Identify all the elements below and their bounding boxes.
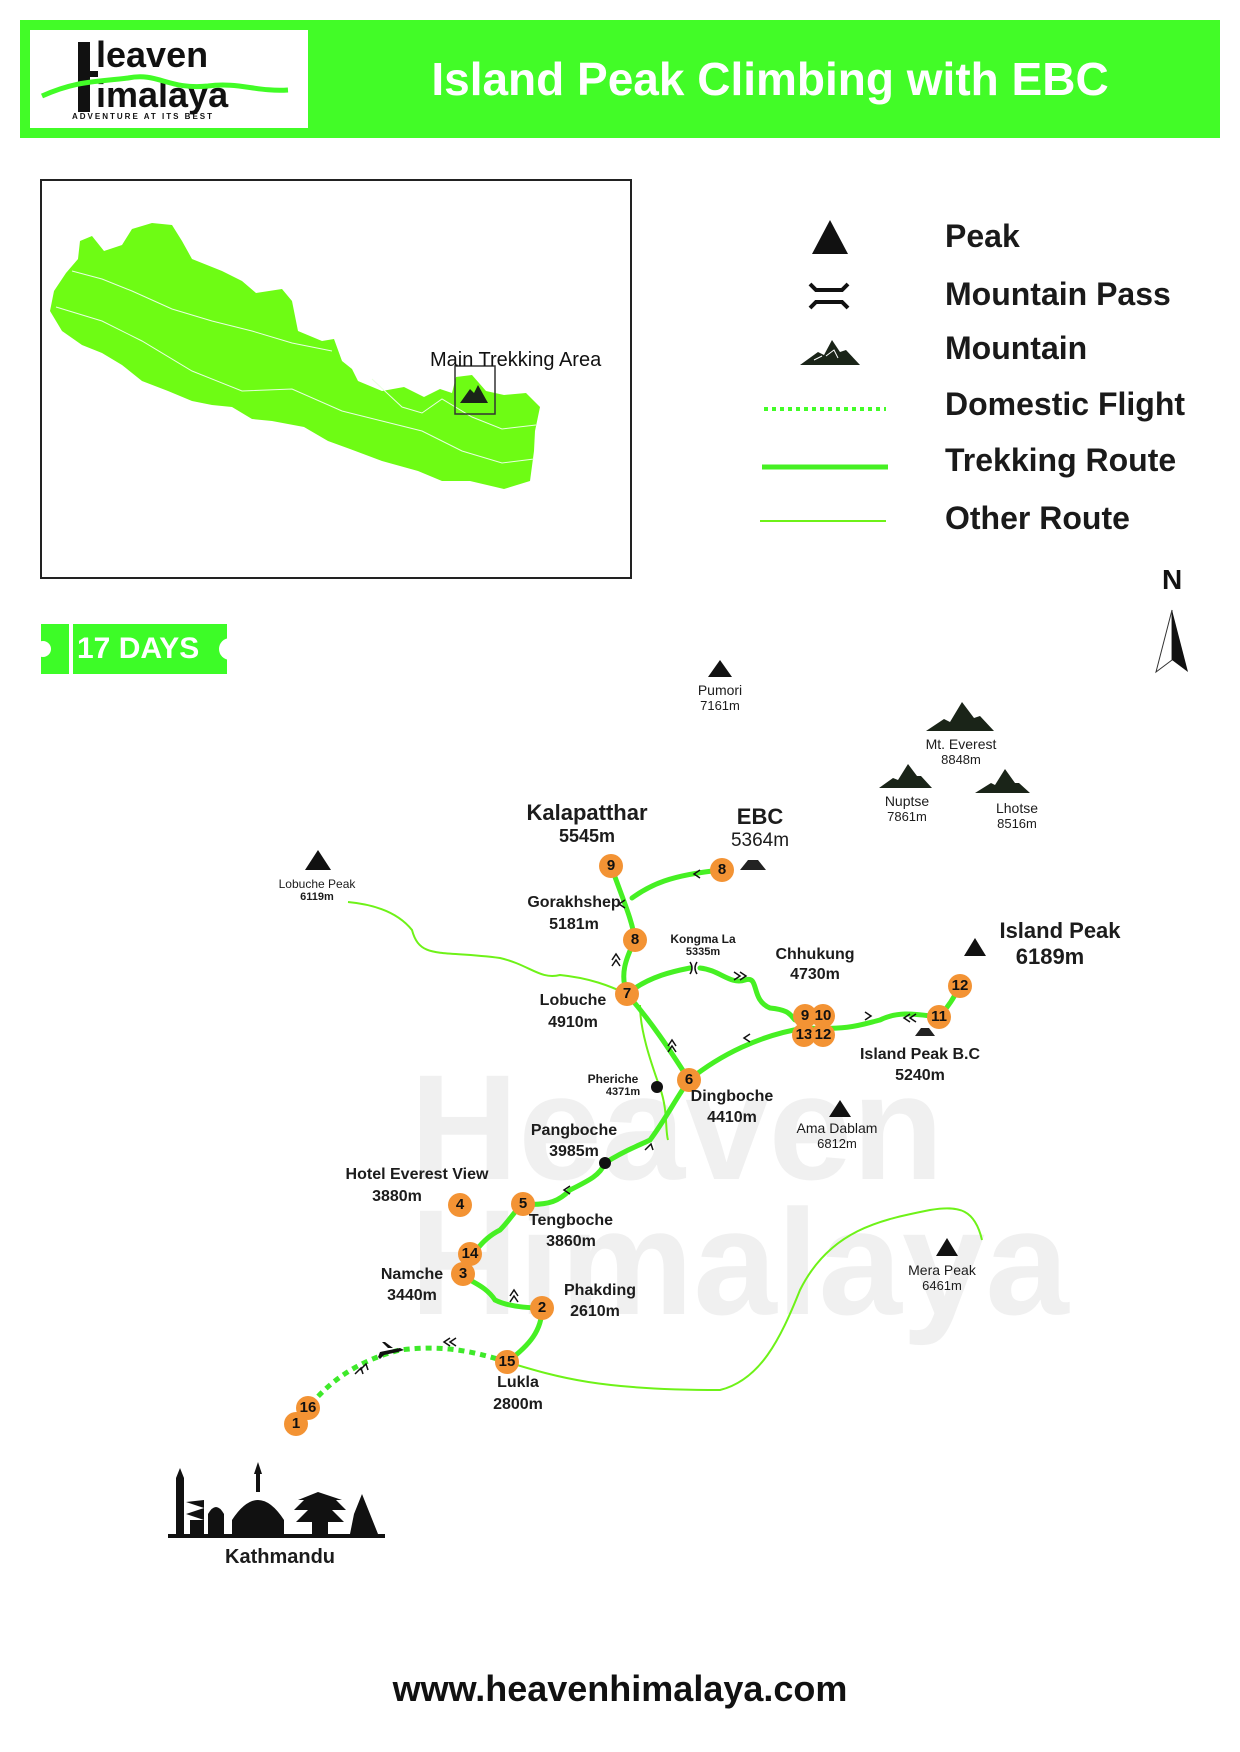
compass-north-label: N	[1162, 564, 1183, 595]
other-route-mera-peak	[506, 1207, 983, 1392]
mountain-icon	[800, 340, 860, 365]
page-title: Island Peak Climbing with EBC	[431, 53, 1109, 105]
header-banner: leaven imalaya ADVENTURE AT ITS BEST Isl…	[20, 20, 1220, 138]
lhotse-mountain-icon	[975, 769, 1030, 793]
day-stop-12-summit: 12	[948, 974, 972, 998]
duration-label: 17 DAYS	[77, 632, 200, 665]
island-peak-icon	[964, 938, 986, 956]
lobuche-peak-icon	[305, 850, 331, 870]
legend-label-other-route: Other Route	[945, 500, 1130, 536]
day-stop-6: 6	[677, 1068, 701, 1092]
day-stop-5: 5	[511, 1192, 535, 1216]
logo-text-heaven: leaven	[96, 34, 209, 75]
pheriche-dot-icon	[651, 1081, 663, 1093]
main-trekking-area-label: Main Trekking Area	[430, 349, 602, 371]
mera-peak-icon	[936, 1238, 958, 1256]
day-stop-15: 15	[495, 1350, 519, 1374]
duration-badge: 17 DAYS	[35, 624, 241, 674]
ama-dablam-peak-icon	[829, 1100, 851, 1117]
peak-icon	[812, 220, 848, 254]
island-peak-bc-tent-icon	[915, 1028, 935, 1036]
nuptse-mountain-icon	[879, 764, 932, 788]
logo-tagline: ADVENTURE AT ITS BEST	[72, 112, 215, 121]
day-stop-9-kalapatthar: 9	[599, 854, 623, 878]
mountain-pass-icon	[808, 282, 850, 310]
logo: leaven imalaya ADVENTURE AT ITS BEST	[30, 30, 308, 128]
kongma-la-pass-icon	[689, 961, 698, 975]
day-stop-7: 7	[615, 982, 639, 1006]
logo-swoosh-icon	[40, 74, 289, 99]
day-stop-8-ebc: 8	[710, 858, 734, 882]
day-stop-11: 11	[927, 1005, 951, 1029]
day-stop-8-gorakhshep: 8	[623, 928, 647, 952]
pangboche-dot-icon	[599, 1157, 611, 1169]
legend-label-trekking-route: Trekking Route	[945, 442, 1177, 478]
kathmandu-skyline-icon	[168, 1462, 385, 1538]
ebc-tent-icon	[740, 860, 766, 870]
day-stop-4: 4	[448, 1193, 472, 1217]
everest-mountain-icon	[926, 702, 994, 731]
direction-arrows	[354, 869, 917, 1375]
nepal-map-icon	[50, 223, 540, 489]
other-route-lobuche-peak	[347, 901, 628, 995]
other-route-line-icon	[760, 520, 886, 522]
north-arrow-icon	[1155, 609, 1188, 674]
legend-label-peak: Peak	[945, 218, 1020, 254]
domestic-flight-route	[306, 1345, 508, 1410]
legend-label-domestic-flight: Domestic Flight	[945, 386, 1186, 422]
day-stop-12-chhukung: 12	[811, 1023, 835, 1047]
logo-h-crossbar	[90, 71, 98, 77]
badge-divider	[69, 624, 73, 674]
trekking-route-line-icon	[762, 464, 888, 470]
day-stop-2: 2	[530, 1296, 554, 1320]
day-stop-16: 16	[296, 1396, 320, 1420]
legend-label-mountain: Mountain	[945, 330, 1088, 366]
airplane-icon	[378, 1342, 404, 1359]
day-stop-3: 3	[451, 1262, 475, 1286]
website-url[interactable]: www.heavenhimalaya.com	[392, 1668, 848, 1709]
pumori-peak-icon	[708, 660, 732, 677]
badge-notch-left	[35, 641, 51, 657]
label-kathmandu: Kathmandu	[225, 1546, 335, 1568]
logo-h-bar	[78, 42, 90, 112]
inset-map: Main Trekking Area	[40, 179, 632, 579]
legend-label-mountain-pass: Mountain Pass	[945, 276, 1171, 312]
badge-notch-right	[219, 638, 241, 660]
